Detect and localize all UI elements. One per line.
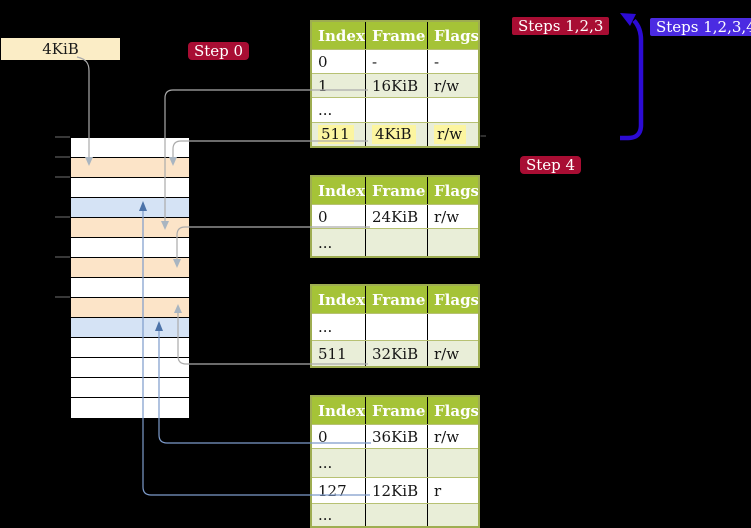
table-cell [428, 314, 478, 340]
highlighted-value: 511 [318, 125, 354, 144]
table-cell [366, 98, 428, 122]
table-cell [428, 229, 478, 256]
table-cell [366, 314, 428, 340]
table-cell: r [434, 481, 442, 500]
table-cell: 0 [312, 205, 366, 228]
table-row: 0-- [312, 49, 478, 73]
table-row: ... [312, 228, 478, 256]
table-cell: 511 [312, 123, 366, 146]
table-cell [366, 504, 428, 526]
table-row: ... [312, 313, 478, 340]
table-cell: 12KiB [366, 478, 428, 503]
memory-row-free [71, 378, 189, 398]
memory-row-free [71, 178, 189, 198]
memory-row-page-table [71, 298, 189, 318]
table-cell: 511 [312, 341, 366, 366]
table-cell: - [366, 50, 428, 73]
highlighted-value: 4KiB [372, 125, 416, 144]
table-header-cell: Frame [366, 22, 428, 49]
table-cell: ... [312, 504, 366, 526]
table-cell: ... [312, 229, 366, 256]
table-cell: 32KiB [366, 341, 428, 366]
memory-row-page-table [71, 158, 189, 178]
table-header-cell: Frame [366, 286, 428, 313]
memory-row-mapped-page [71, 318, 189, 338]
table-cell: r/w [434, 76, 460, 95]
table-header-cell: Frame [366, 397, 428, 424]
table-cell: 0 [312, 50, 366, 73]
table-row: 511 4KiB r/w [312, 122, 478, 146]
table-header-cell: Flags [434, 26, 478, 45]
badge-step-0: Step 0 [188, 42, 250, 60]
table-cell: r/w [434, 344, 460, 363]
table-cell: 0 [312, 425, 366, 448]
table-row: ... [312, 503, 478, 526]
highlighted-value: r/w [434, 125, 467, 144]
table-cell: r/w [434, 207, 460, 226]
table-cell [428, 98, 478, 122]
memory-row-free [71, 278, 189, 298]
memory-row-free [71, 358, 189, 378]
table-header-cell: Index [312, 177, 366, 204]
table-cell: 1 [312, 74, 366, 97]
table-header-cell: Flags [434, 181, 478, 200]
table-row: ... [312, 97, 478, 122]
table-cell: 36KiB [366, 425, 428, 448]
table-cell [428, 449, 478, 477]
table-cell: 16KiB [366, 74, 428, 97]
table-cell: 24KiB [366, 205, 428, 228]
badge-steps-1-2-3-4: Steps 1,2,3,4 [650, 18, 751, 36]
table-cell [428, 504, 478, 526]
table-cell: ... [312, 98, 366, 122]
memory-row-free [71, 398, 189, 417]
memory-row-mapped-page [71, 198, 189, 218]
memory-row-free [71, 338, 189, 358]
table-header-cell: Index [312, 397, 366, 424]
physical-memory-column [70, 137, 190, 419]
memory-tick-marks [55, 136, 70, 298]
table-cell: r/w [434, 427, 460, 446]
badge-step-4: Step 4 [520, 156, 582, 174]
table-row: ... [312, 448, 478, 477]
memory-row-free [71, 138, 189, 158]
table-cell: r/w [428, 123, 478, 146]
table-header-cell: Index [312, 286, 366, 313]
table-cell: - [434, 52, 440, 71]
table-cell: 127 [312, 478, 366, 503]
table-cell: ... [312, 449, 366, 477]
table-header-cell: Frame [366, 177, 428, 204]
table-cell [366, 229, 428, 256]
table-header-cell: Flags [434, 290, 478, 309]
frame-size-label: 4KiB [1, 38, 120, 60]
badge-steps-1-2-3: Steps 1,2,3 [512, 17, 610, 35]
table-header-cell: Index [312, 22, 366, 49]
memory-row-page-table [71, 258, 189, 278]
table-cell: ... [312, 314, 366, 340]
table-cell: 4KiB [366, 123, 428, 146]
table-cell [366, 449, 428, 477]
memory-row-page-table [71, 218, 189, 238]
memory-row-free [71, 238, 189, 258]
table-header-cell: Flags [434, 401, 478, 420]
